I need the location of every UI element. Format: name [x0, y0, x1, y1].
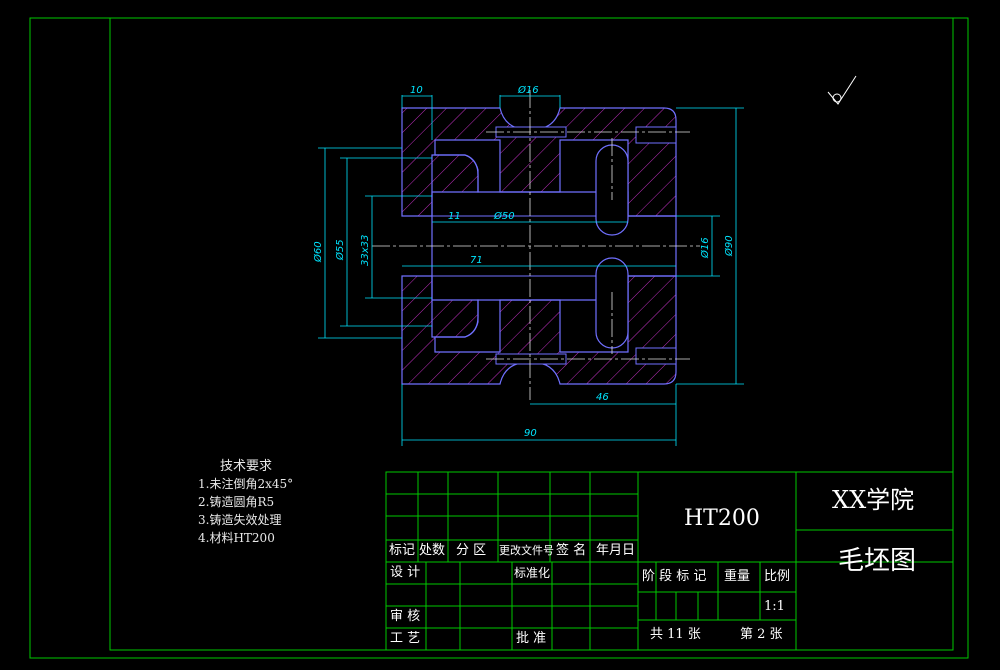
scale-label: 比例 [764, 569, 791, 584]
roughness-symbol-icon [827, 75, 857, 105]
review-label: 审 核 [390, 609, 421, 624]
tech-requirement-3: 3.铸造失效处理 [198, 513, 282, 527]
part-top-half [401, 107, 677, 217]
dim-phi50: Ø50 [493, 210, 515, 222]
dim-phi16-top: Ø16 [517, 84, 539, 96]
centerlines [372, 90, 700, 400]
dim-71: 71 [470, 255, 483, 266]
dim-phi55: Ø55 [334, 239, 346, 261]
dimension-texts: 10 Ø16 11 Ø50 71 46 90 Ø60 Ø55 33x33 Ø16… [312, 84, 735, 439]
dim-phi60: Ø60 [312, 241, 324, 263]
rev-header-count: 处数 [419, 543, 446, 558]
part-bottom-half [401, 275, 677, 385]
sheet-number: 第 2 张 [740, 627, 783, 642]
tapped-hole-top-right [635, 126, 677, 144]
tech-requirement-1: 1.未注倒角2x45° [198, 477, 294, 491]
dim-phi16-right: Ø16 [699, 237, 711, 259]
dim-90-bottom: 90 [524, 428, 537, 439]
dim-11: 11 [448, 211, 461, 222]
drawing-name: 毛坯图 [838, 546, 917, 576]
weight-label: 重量 [724, 569, 751, 584]
design-label: 设 计 [390, 565, 421, 580]
stage-mark-label: 阶 段 标 记 [642, 569, 707, 584]
scale-value: 1:1 [764, 599, 785, 614]
slot-top [595, 144, 629, 236]
rev-header-docno: 更改文件号 [499, 544, 554, 557]
tech-requirements-title: 技术要求 [220, 459, 273, 474]
dim-46: 46 [596, 392, 609, 403]
title-block-lines [385, 471, 954, 651]
dimension-lines [318, 95, 744, 446]
sheets-total: 共 11 张 [650, 627, 701, 642]
process-label: 工 艺 [390, 631, 421, 646]
dim-phi90: Ø90 [723, 235, 735, 257]
tech-requirement-2: 2.铸造圆角R5 [198, 495, 275, 509]
approve-label: 批 准 [516, 631, 547, 646]
rev-header-sign: 签 名 [556, 543, 587, 558]
rev-header-zone: 分 区 [456, 543, 487, 558]
standardization-label: 标准化 [514, 566, 551, 580]
dim-thread: 33x33 [360, 235, 371, 266]
rev-header-date: 年月日 [596, 543, 636, 558]
rev-header-mark: 标记 [389, 543, 416, 558]
tapped-hole-bottom-right [635, 347, 677, 365]
school-name: XX学院 [832, 486, 915, 514]
tech-requirement-4: 4.材料HT200 [198, 531, 275, 545]
dim-10: 10 [410, 85, 423, 96]
material-label: HT200 [684, 506, 760, 531]
